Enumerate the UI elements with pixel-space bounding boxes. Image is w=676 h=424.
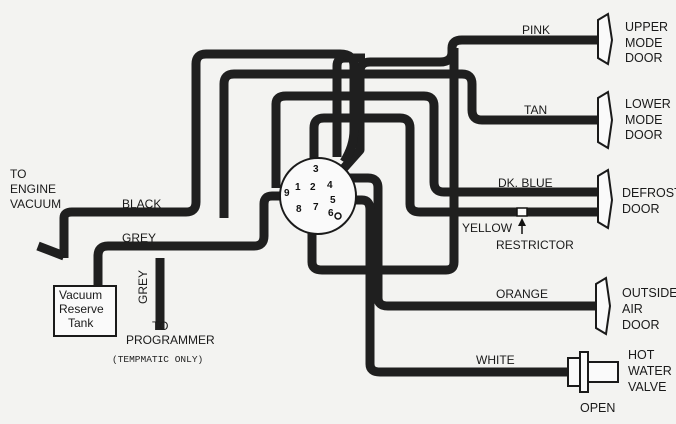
- tank-label-line1: Vacuum: [59, 288, 102, 302]
- pin-label-9: 9: [284, 188, 290, 199]
- tank-body: [53, 285, 117, 337]
- engine-vacuum-line2: ENGINE: [10, 182, 56, 196]
- label-white: WHITE: [476, 353, 515, 367]
- label-grey-vertical: GREY: [136, 270, 150, 304]
- outside-air-door-label: OUTSIDE AIR DOOR: [622, 286, 676, 332]
- defrost-line1: DEFROST: [622, 186, 676, 200]
- vacuum-reserve-tank: Vacuum Reserve Tank: [53, 285, 117, 337]
- pin-label-5: 5: [330, 195, 336, 206]
- hose-tan: [219, 69, 598, 218]
- hose-grey: [93, 191, 284, 288]
- pin-label-7: 7: [313, 202, 319, 213]
- hose-black: [59, 49, 359, 258]
- hose-white: [352, 195, 568, 377]
- hose-yellow: [309, 113, 598, 217]
- label-grey: GREY: [122, 231, 156, 245]
- hose-engine-inlet: [36, 241, 66, 261]
- outside-air-line2: AIR: [622, 302, 643, 316]
- outside-air-line3: DOOR: [622, 318, 660, 332]
- hose-pin7-loop: [307, 48, 459, 275]
- programmer-line2: PROGRAMMER: [126, 333, 215, 347]
- upper-mode-line2: MODE: [625, 36, 663, 50]
- pin-label-6: 6: [328, 208, 334, 219]
- connector-body: [279, 157, 357, 235]
- hot-water-line3: VALVE: [628, 380, 666, 394]
- outside-air-door-actuator: [595, 276, 612, 336]
- lower-mode-line2: MODE: [625, 113, 663, 127]
- engine-vacuum-label: TO ENGINE VACUUM: [10, 167, 61, 211]
- restrictor-arrowhead: [518, 218, 526, 226]
- lower-mode-line3: DOOR: [625, 128, 663, 142]
- label-pink: PINK: [522, 23, 550, 37]
- upper-mode-line1: UPPER: [625, 20, 668, 34]
- label-orange: ORANGE: [496, 287, 548, 301]
- label-tan: TAN: [524, 103, 547, 117]
- door-actuators: [567, 12, 619, 393]
- engine-vacuum-line3: VACUUM: [10, 197, 61, 211]
- tempmatic-note: (TEMPMATIC ONLY): [112, 354, 203, 365]
- pin-label-4: 4: [327, 180, 333, 191]
- tank-label-line3: Tank: [68, 316, 94, 330]
- tank-label-line2: Reserve: [59, 302, 104, 316]
- defrost-line2: DOOR: [622, 202, 660, 216]
- hose-dkblue: [271, 91, 598, 197]
- connector-open-port: [334, 212, 342, 220]
- upper-mode-line3: DOOR: [625, 51, 663, 65]
- upper-mode-door-actuator: [597, 12, 614, 66]
- pin-label-2: 2: [310, 182, 316, 193]
- pin-label-3: 3: [313, 164, 319, 175]
- hot-water-line2: WATER: [628, 364, 672, 378]
- hose-orange: [338, 173, 598, 311]
- hoses: [36, 35, 598, 377]
- lower-mode-line1: LOWER: [625, 97, 671, 111]
- upper-mode-door-label: UPPER MODE DOOR: [625, 20, 668, 65]
- label-restrictor: RESTRICTOR: [496, 238, 574, 252]
- pin-label-1: 1: [295, 182, 301, 193]
- outside-air-line1: OUTSIDE: [622, 286, 676, 300]
- lower-mode-door-label: LOWER MODE DOOR: [625, 97, 671, 142]
- engine-vacuum-line1: TO: [10, 167, 26, 181]
- defrost-door-label: DEFROST DOOR: [622, 186, 676, 216]
- label-black: BLACK: [122, 197, 161, 211]
- restrictor-fitting: [516, 207, 528, 217]
- programmer-line1: TO: [152, 319, 168, 333]
- pin-label-8: 8: [296, 204, 302, 215]
- vacuum-connector: 3 4 2 1 9 5 7 8 6: [279, 157, 357, 235]
- label-open: OPEN: [580, 401, 615, 415]
- defrost-door-actuator: [597, 168, 614, 230]
- hot-water-valve-actuator: [567, 351, 619, 393]
- hot-water-line1: HOT: [628, 348, 655, 362]
- lower-mode-door-actuator: [597, 90, 614, 150]
- label-dkblue: DK. BLUE: [498, 176, 553, 190]
- hot-water-valve-label: HOT WATER VALVE: [628, 348, 672, 394]
- label-yellow: YELLOW: [462, 221, 513, 235]
